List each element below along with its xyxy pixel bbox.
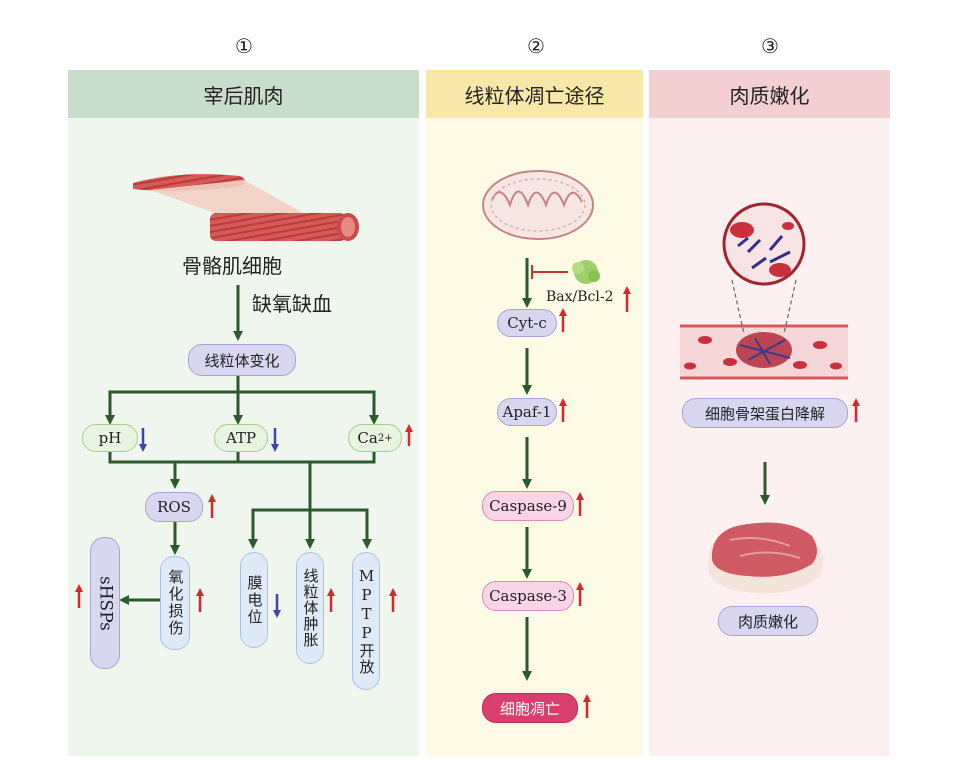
panel-header: 肉质嫩化	[649, 70, 890, 118]
mito-swelling-label: 线粒体肿胀	[301, 568, 320, 648]
mito-swelling-node: 线粒体肿胀	[296, 552, 324, 664]
mito-change-node: 线粒体变化	[188, 344, 296, 376]
shsps-label: sHSPs	[95, 575, 116, 631]
panel-title: 肉质嫩化	[729, 83, 810, 108]
panel-number: ①	[235, 34, 253, 58]
apoptosis-node: 细胞凋亡	[482, 693, 578, 723]
panel-header: 线粒体凋亡途径	[426, 70, 643, 118]
blood-vessel-icon	[680, 324, 848, 380]
cytoskeleton-degradation-node: 细胞骨架蛋白降解	[682, 398, 848, 428]
meat-tenderization-node: 肉质嫩化	[718, 606, 818, 636]
panel-title: 宰后肌肉	[203, 83, 284, 108]
membrane-potential-node: 膜电位	[240, 552, 268, 648]
bax-protein-icon	[572, 260, 600, 284]
ros-node: ROS	[145, 492, 203, 522]
ischemia-label: 缺氧缺血	[252, 292, 332, 316]
atp-node: ATP	[214, 424, 268, 452]
bax-bcl2-label: Bax/Bcl-2	[546, 289, 614, 305]
steak-icon	[707, 522, 824, 594]
shsps-node: sHSPs	[90, 537, 120, 669]
caspase9-node: Caspase-9	[482, 491, 574, 521]
panel-number: ②	[527, 34, 545, 58]
oxidative-damage-label: 氧化损伤	[166, 569, 185, 637]
mptp-open-label: MPTP开放	[357, 567, 376, 675]
membrane-potential-label: 膜电位	[245, 574, 264, 626]
cytc-node: Cyt-c	[497, 309, 557, 337]
panel-number: ③	[761, 34, 779, 58]
apaf1-node: Apaf-1	[497, 398, 557, 426]
calcium-superscript: 2+	[377, 432, 393, 444]
mptp-open-node: MPTP开放	[352, 552, 380, 690]
oxidative-damage-node: 氧化损伤	[160, 556, 190, 650]
muscle-fiber-icon	[133, 174, 359, 241]
ph-node: pH	[82, 424, 138, 452]
caspase3-node: Caspase-3	[482, 581, 574, 611]
panel-header: 宰后肌肉	[68, 70, 419, 118]
calcium-label: Ca	[357, 429, 378, 447]
zoom-circle-icon	[722, 202, 806, 286]
panel-title: 线粒体凋亡途径	[464, 83, 605, 108]
muscle-cell-label: 骨骼肌细胞	[182, 254, 282, 278]
mitochondrion-icon	[482, 170, 594, 240]
